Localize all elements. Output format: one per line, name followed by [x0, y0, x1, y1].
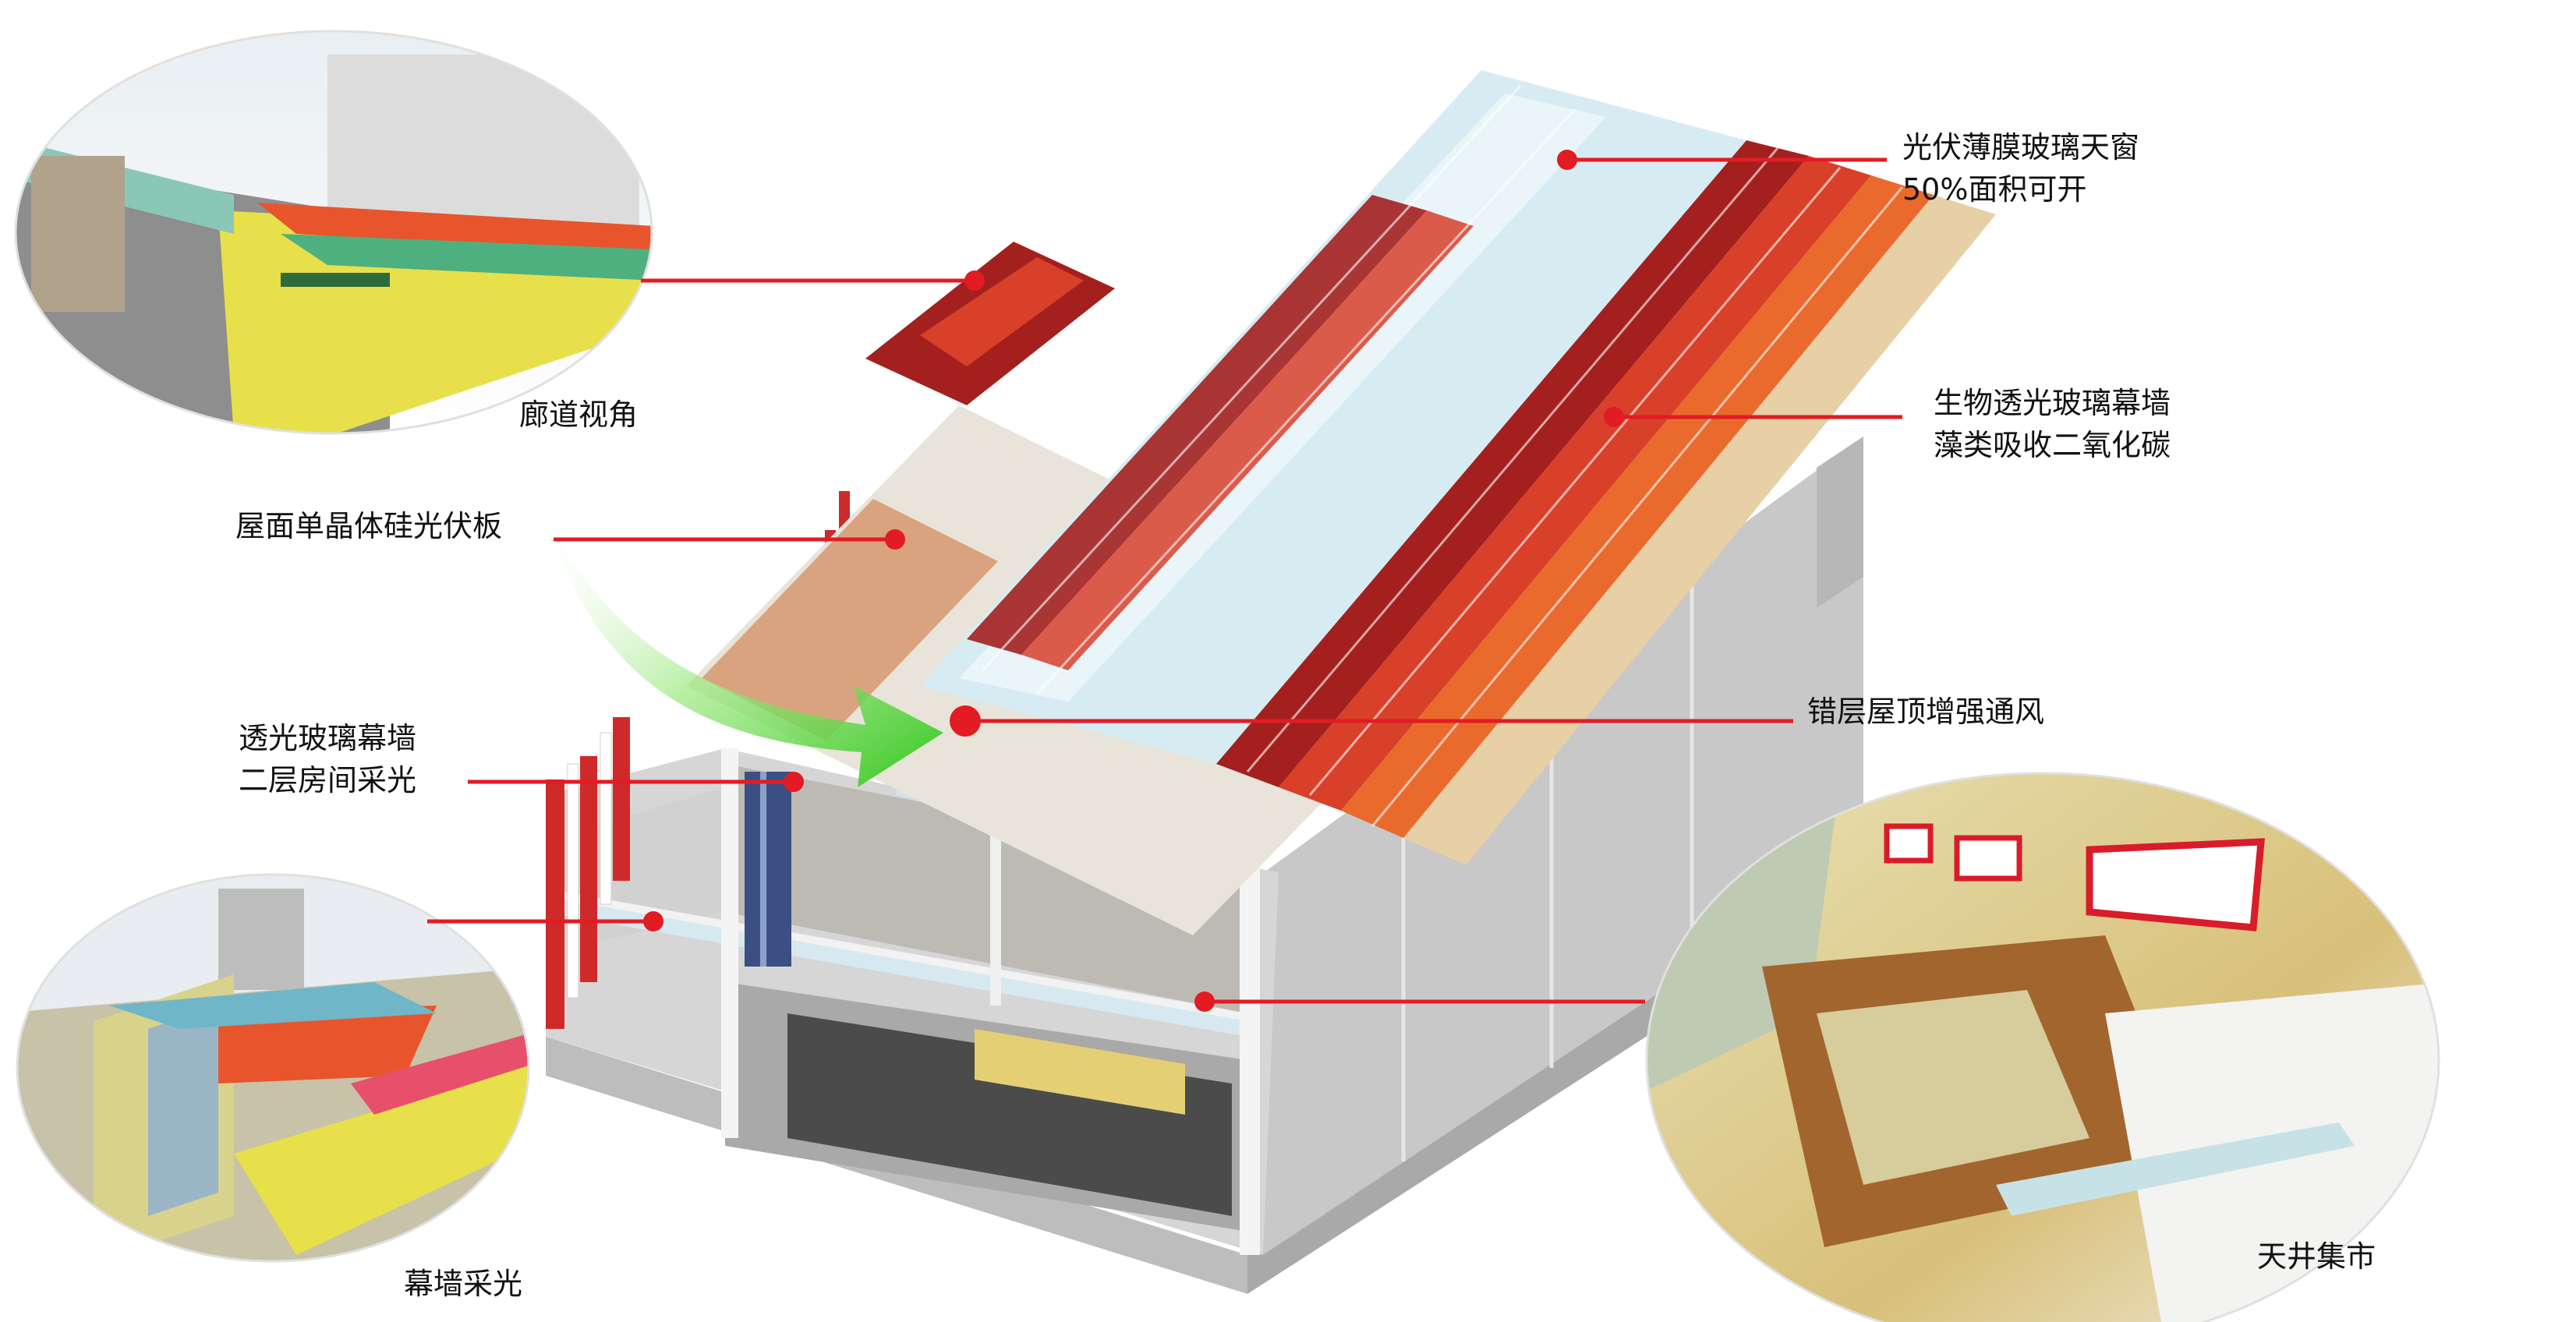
label-curtain-line1: 透光玻璃幕墙	[239, 721, 417, 755]
label-atrium-market: 天井集市	[2257, 1239, 2376, 1274]
label-skylight-line2: 50%面积可开	[1902, 172, 2087, 207]
corridor-view-frame	[14, 30, 653, 435]
label-skylight: 光伏薄膜玻璃天窗 50%面积可开	[1902, 126, 2139, 210]
label-bio-line1: 生物透光玻璃幕墙	[1934, 386, 2171, 420]
label-curtain-light: 幕墙采光	[404, 1267, 523, 1301]
callout-dot-skylight	[1557, 150, 1577, 170]
roof	[686, 70, 1996, 935]
callout-dot-roof-pv	[885, 529, 905, 550]
curtain-light-frame	[16, 873, 530, 1263]
callout-dot-curtain-light	[643, 911, 663, 931]
label-curtain-line2: 二层房间采光	[239, 763, 417, 797]
callout-dot-bio	[1604, 407, 1624, 427]
ventilation-arrow	[546, 514, 943, 787]
label-bio-line2: 藻类吸收二氧化碳	[1934, 428, 2171, 462]
label-staggered-roof: 错层屋顶增强通风	[1807, 695, 2045, 729]
label-curtain-wall: 透光玻璃幕墙 二层房间采光	[239, 717, 416, 801]
callout-dot-atrium	[1194, 991, 1215, 1012]
label-skylight-line1: 光伏薄膜玻璃天窗	[1902, 130, 2140, 164]
callout-dot-staggered	[950, 705, 981, 737]
curtain-light-image	[17, 875, 529, 1261]
callout-dot-curtain	[784, 772, 804, 792]
callouts	[427, 157, 1902, 1004]
label-corridor-view: 廊道视角	[519, 398, 639, 432]
label-roof-pv: 屋面单晶体硅光伏板	[235, 509, 503, 543]
callout-dot-corridor	[964, 270, 985, 291]
atrium-market-image	[1647, 773, 2439, 1322]
callout-dots	[643, 150, 1624, 1012]
label-bio-glass: 生物透光玻璃幕墙 藻类吸收二氧化碳	[1934, 382, 2171, 466]
corridor-view-image	[16, 31, 652, 433]
atrium-market-frame	[1645, 772, 2440, 1322]
